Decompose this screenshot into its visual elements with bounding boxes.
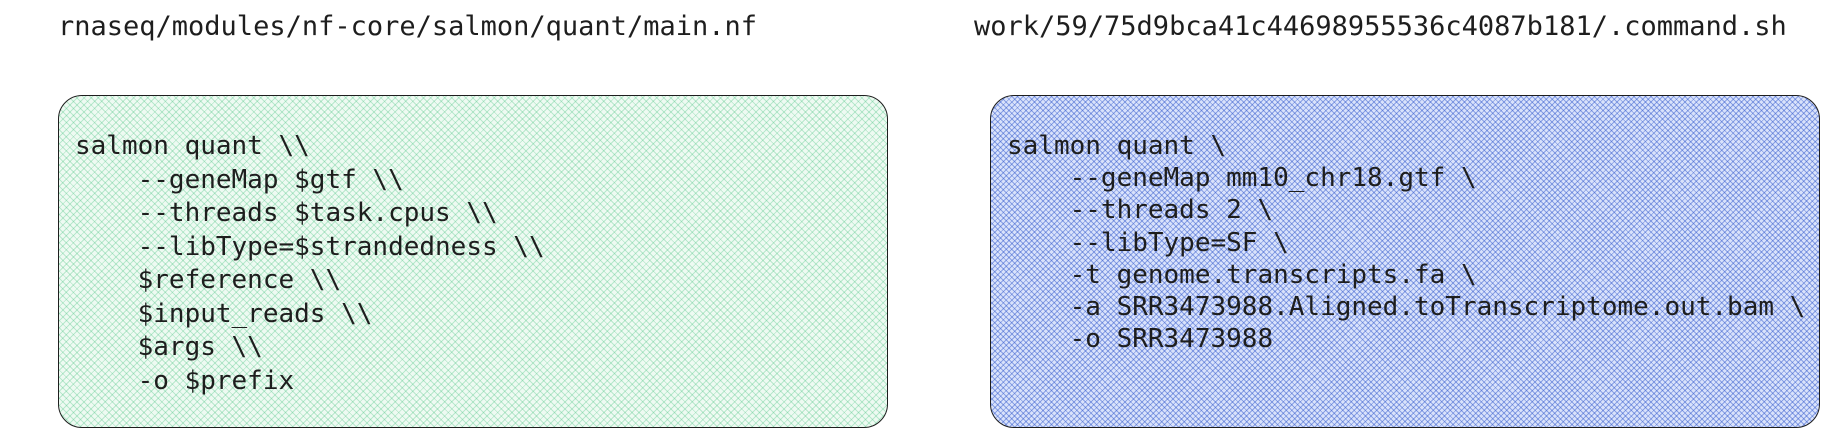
code-line: -a SRR3473988.Aligned.toTranscriptome.ou… [1007,292,1806,323]
template-code-box: salmon quant \\ --geneMap $gtf \\ --thre… [58,95,888,428]
code-line: $args \\ [75,332,263,362]
code-line: salmon quant \\ [75,131,310,161]
code-line: $input_reads \\ [75,298,373,329]
code-line: --threads 2 \ [1007,195,1274,226]
resolved-command-block: salmon quant \ --geneMap mm10_chr18.gtf … [1007,130,1805,355]
code-line: -o $prefix [75,365,295,396]
code-line: --threads $task.cpus \\ [75,198,498,228]
code-line: --libType=SF \ [1007,227,1289,258]
code-line: salmon quant \ [1007,131,1227,161]
command-script-path-label: work/59/75d9bca41c44698955536c4087b181/.… [974,11,1787,42]
code-line: -t genome.transcripts.fa \ [1007,259,1477,290]
code-line: -o SRR3473988 [1007,324,1274,355]
code-line: $reference \\ [75,265,342,295]
code-line: --libType=$strandedness \\ [75,231,545,262]
template-code-block: salmon quant \\ --geneMap $gtf \\ --thre… [75,130,545,398]
code-line: --geneMap mm10_chr18.gtf \ [1007,163,1477,194]
resolved-command-box: salmon quant \ --geneMap mm10_chr18.gtf … [990,95,1820,428]
template-file-path-label: rnaseq/modules/nf-core/salmon/quant/main… [58,11,757,42]
code-line: --geneMap $gtf \\ [75,164,404,195]
